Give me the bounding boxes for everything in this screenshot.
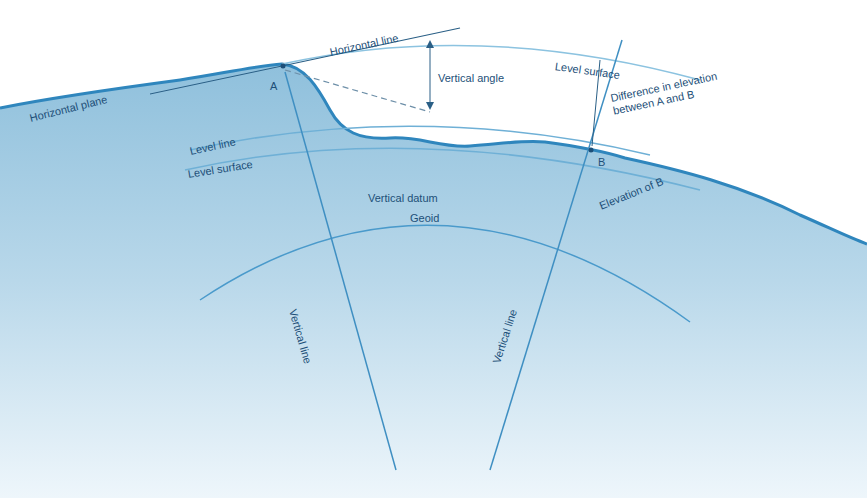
point-label: A [270,80,277,93]
geoid-label: Geoid [410,212,439,225]
datum-label: Vertical datum [368,192,438,205]
angle-label: Vertical angle [438,72,504,85]
point-label: B [598,156,605,169]
